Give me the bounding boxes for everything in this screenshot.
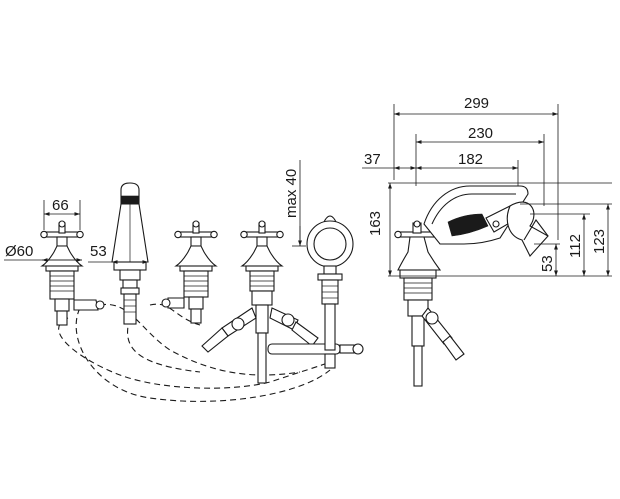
dimension-lines [4, 104, 612, 277]
side-view [394, 185, 549, 387]
dim-total-length: 299 [464, 95, 489, 112]
dim-height-123: 123 [591, 229, 608, 254]
dim-length-230: 230 [468, 125, 493, 142]
dim-overall-height: 163 [367, 211, 384, 236]
dim-spout-height: 53 [90, 243, 107, 260]
diverter-tap [201, 220, 364, 384]
left-tap [40, 220, 105, 326]
spout [111, 182, 149, 325]
dim-outlet-height: max 40 [283, 169, 300, 218]
shower-holder [306, 215, 354, 351]
middle-tap [161, 220, 218, 324]
dim-handle-width: 66 [52, 197, 69, 214]
dim-height-53: 53 [539, 255, 556, 272]
dim-offset-37: 37 [364, 151, 381, 168]
dim-rosette-diameter: Ø60 [5, 243, 33, 260]
dim-length-182: 182 [458, 151, 483, 168]
dim-height-112: 112 [567, 234, 584, 258]
